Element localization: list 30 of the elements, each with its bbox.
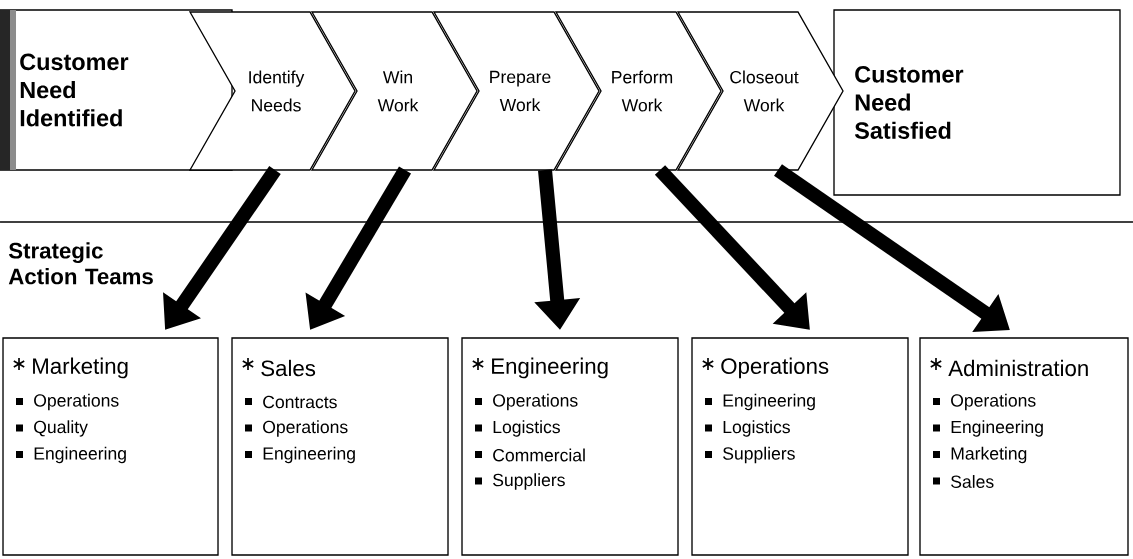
list-item: Operations [951,393,1036,411]
list-item: Engineering [723,393,815,411]
team-heading: Operations [721,357,829,379]
list-item: Logistics [723,420,790,437]
list-item: Suppliers [493,473,565,490]
list-item: Operations [34,393,119,411]
terminal-box: Customer Need Identified [0,9,233,171]
list-item: Engineering [263,446,355,464]
chevron-step: Win Work [310,11,478,171]
side-label: Strategic Action Teams [8,242,153,285]
team-heading: Administration [948,359,1088,377]
list-item: Sales [951,475,994,488]
team-heading: Sales [261,359,316,377]
list-item: Engineering [951,420,1043,437]
chevron-step: Perform Work [554,11,722,171]
list-item: Engineering [34,446,126,464]
terminal-box: Customer Need Satisfied [833,9,1121,196]
chevron-step: Prepare Work [432,11,600,171]
list-item: Commercial [493,448,585,462]
team-heading: Engineering [492,357,608,379]
list-item: Logistics [493,420,560,437]
list-item: Marketing [951,446,1027,464]
list-item: Suppliers [723,446,795,464]
chevron-step: Closeout Work [676,11,844,171]
list-item: Operations [263,420,348,437]
chevron-step: Identify Needs [188,11,356,171]
list-item: Contracts [263,395,337,409]
list-item: Operations [493,393,578,411]
list-item: Quality [34,420,88,437]
team-heading: Marketing [33,357,128,379]
